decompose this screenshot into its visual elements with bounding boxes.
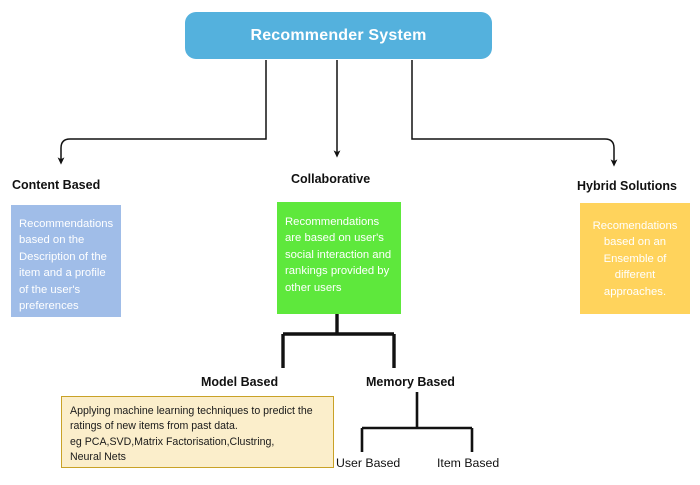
root-node-recommender-system[interactable]: Recommender System	[185, 12, 492, 59]
root-node-label: Recommender System	[250, 26, 427, 44]
card-content-based: Recommendations based on the Description…	[11, 205, 121, 317]
card-hybrid-solutions: Recomendations based on an Ensemble of d…	[580, 203, 690, 314]
heading-memory-based: Memory Based	[366, 375, 455, 389]
connector-root-to-content	[57, 60, 267, 165]
connector-collaborative-bracket	[281, 314, 396, 368]
connector-root-to-hybrid	[411, 60, 618, 167]
heading-content-based: Content Based	[12, 178, 101, 192]
heading-collaborative: Collaborative	[291, 172, 371, 186]
heading-hybrid-solutions: Hybrid Solutions	[577, 179, 677, 193]
connector-memory-bracket	[360, 392, 474, 452]
card-model-based: Applying machine learning techniques to …	[61, 396, 334, 468]
card-collaborative: Recommendations are based on user's soci…	[277, 202, 401, 314]
leaf-item-based: Item Based	[437, 456, 500, 470]
heading-model-based: Model Based	[201, 375, 279, 389]
leaf-user-based: User Based	[336, 456, 401, 470]
